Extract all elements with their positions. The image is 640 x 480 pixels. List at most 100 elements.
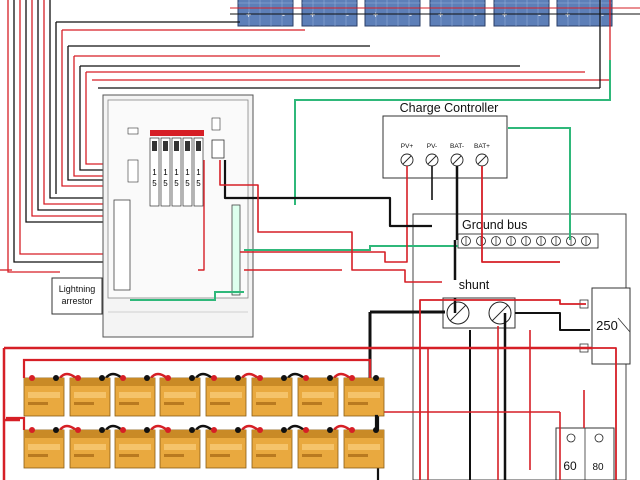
panel-plus-terminal: + xyxy=(502,10,507,20)
battery xyxy=(114,427,156,469)
panel-minus-terminal: - xyxy=(474,10,477,20)
panel-plus-terminal: + xyxy=(565,10,570,20)
terminal-strip xyxy=(127,159,139,183)
battery-positive-terminal xyxy=(29,375,35,381)
battery-negative-terminal xyxy=(327,427,333,433)
main-breaker-250: 250 xyxy=(579,287,631,365)
breaker-rating-units: 5 xyxy=(174,179,179,188)
breaker-80-label: 80 xyxy=(592,462,604,473)
terminal-label-bat-plus: BAT+ xyxy=(474,143,490,150)
battery-negative-terminal xyxy=(373,375,379,381)
breaker-bus-bar xyxy=(150,130,204,136)
combiner-breaker: 15 xyxy=(149,137,160,207)
charge-controller: Charge Controller PV+ PV- BAT- BAT+ xyxy=(382,101,508,179)
breaker-rating-tens: 1 xyxy=(174,168,179,177)
combiner-breaker: 15 xyxy=(160,137,171,207)
solar-panel: +- xyxy=(237,0,294,27)
shunt-label: shunt xyxy=(459,278,490,292)
breaker-rating-tens: 1 xyxy=(152,168,157,177)
lightning-arrestor-label-1: Lightning xyxy=(59,284,96,294)
battery-positive-terminal xyxy=(29,427,35,433)
panel-minus-terminal: - xyxy=(346,10,349,20)
battery xyxy=(297,427,339,469)
battery-negative-terminal xyxy=(99,427,105,433)
battery xyxy=(251,427,293,469)
panel-minus-terminal: - xyxy=(538,10,541,20)
controller-terminal-screws xyxy=(400,153,489,167)
panel-plus-terminal: + xyxy=(310,10,315,20)
breaker-rating-units: 5 xyxy=(152,179,157,188)
battery-positive-terminal xyxy=(211,375,217,381)
ground-bus: Ground bus xyxy=(457,218,599,249)
battery xyxy=(159,427,201,469)
battery-negative-terminal xyxy=(53,375,59,381)
panel-minus-terminal: - xyxy=(409,10,412,20)
breaker-rating-tens: 1 xyxy=(196,168,201,177)
battery-negative-terminal xyxy=(189,375,195,381)
battery-positive-terminal xyxy=(303,427,309,433)
combiner-breaker: 15 xyxy=(193,137,204,207)
charge-controller-title: Charge Controller xyxy=(400,101,499,115)
battery-negative-terminal xyxy=(235,375,241,381)
battery-negative-terminal xyxy=(235,427,241,433)
battery-positive-terminal xyxy=(349,427,355,433)
battery-negative-terminal xyxy=(189,427,195,433)
battery xyxy=(297,375,339,417)
terminal-label-pv-plus: PV+ xyxy=(401,143,414,150)
battery-positive-terminal xyxy=(349,375,355,381)
battery-positive-terminal xyxy=(303,375,309,381)
breaker-rating-tens: 1 xyxy=(185,168,190,177)
lightning-arrestor: Lightning arrestor xyxy=(51,277,103,315)
battery xyxy=(23,427,65,469)
ground-wires xyxy=(130,60,611,301)
battery-positive-terminal xyxy=(211,427,217,433)
battery xyxy=(343,375,385,417)
battery xyxy=(69,375,111,417)
battery xyxy=(114,375,156,417)
battery-positive-terminal xyxy=(75,427,81,433)
branch-breakers: 60 80 xyxy=(555,427,615,480)
solar-panel: +- xyxy=(301,0,358,27)
battery-negative-terminal xyxy=(281,427,287,433)
main-breaker-label: 250 xyxy=(596,318,618,333)
panel-plus-terminal: + xyxy=(438,10,443,20)
battery-positive-terminal xyxy=(257,375,263,381)
breaker-60-label: 60 xyxy=(563,459,577,473)
panel-minus-terminal: - xyxy=(601,10,604,20)
battery-negative-terminal xyxy=(53,427,59,433)
solar-panel: +- xyxy=(429,0,486,27)
breaker-rating-units: 5 xyxy=(163,179,168,188)
battery xyxy=(23,375,65,417)
battery xyxy=(343,427,385,469)
solar-panel-array: +-+-+-+-+-+- xyxy=(230,0,640,27)
input-terminal-block xyxy=(113,199,131,291)
panel-minus-terminal: - xyxy=(282,10,285,20)
battery-bank xyxy=(6,358,385,469)
breaker-rating-units: 5 xyxy=(185,179,190,188)
battery xyxy=(159,375,201,417)
battery-negative-terminal xyxy=(281,375,287,381)
battery xyxy=(205,375,247,417)
solar-panel: +- xyxy=(493,0,550,27)
combiner-breaker: 15 xyxy=(171,137,182,207)
solar-panel: +- xyxy=(364,0,421,27)
dc-wiring xyxy=(2,160,617,480)
main-disconnect xyxy=(211,139,225,159)
battery xyxy=(69,427,111,469)
breaker-rating-units: 5 xyxy=(196,179,201,188)
battery-negative-terminal xyxy=(327,375,333,381)
terminal-label-bat-minus: BAT- xyxy=(450,143,464,150)
terminal-label-pv-minus: PV- xyxy=(427,143,437,150)
battery xyxy=(251,375,293,417)
panel-plus-terminal: + xyxy=(373,10,378,20)
battery-positive-terminal xyxy=(165,375,171,381)
solar-panel: +- xyxy=(556,0,613,27)
battery-negative-terminal xyxy=(99,375,105,381)
battery-positive-terminal xyxy=(75,375,81,381)
ground-terminal-block xyxy=(231,204,241,296)
ground-bus-label: Ground bus xyxy=(462,218,527,232)
battery-positive-terminal xyxy=(165,427,171,433)
combiner-breaker: 15 xyxy=(182,137,193,207)
